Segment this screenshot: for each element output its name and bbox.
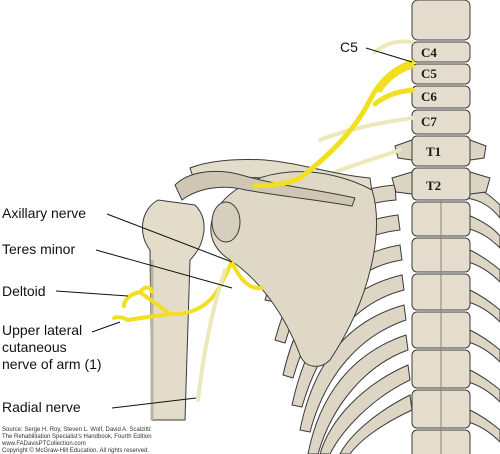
upper-lateral-label-line3: nerve of arm (1) (2, 356, 102, 372)
source-line-4: Copyright © McGraw-Hill Education. All r… (2, 447, 149, 454)
radial-nerve-path (196, 268, 227, 402)
humerus (141, 199, 205, 421)
teres-minor-label: Teres minor (2, 241, 75, 257)
c5-root-label: C5 (340, 39, 358, 55)
deltoid-label: Deltoid (2, 283, 46, 299)
vertebra-label-t1: T1 (426, 144, 441, 159)
axillary-nerve-path (112, 260, 264, 322)
radial-nerve-label: Radial nerve (2, 399, 81, 415)
vertebra-label-c4: C4 (421, 45, 437, 60)
vertebra-label-c6: C6 (421, 89, 437, 104)
vertebra-label-c5: C5 (421, 66, 437, 81)
source-credit: Source: Serge H. Roy, Steven L. Wolf, Da… (1, 427, 152, 454)
vertebra-label-c7: C7 (421, 114, 437, 129)
source-line-2: The Rehabilitation Specialist's Handbook… (2, 434, 152, 440)
source-line-1: Source: Serge H. Roy, Steven L. Wolf, Da… (2, 427, 152, 433)
upper-lateral-label-line2: cutaneous (2, 339, 67, 355)
vertebra-label-t2: T2 (426, 178, 441, 193)
brachial-plexus (252, 59, 415, 189)
axillary-nerve-label: Axillary nerve (2, 205, 86, 221)
source-line-3: www.FADavisPTCollection.com (1, 441, 86, 447)
vertebral-column (391, 0, 491, 454)
scapula (174, 170, 378, 367)
upper-lateral-label-line1: Upper lateral (2, 322, 82, 338)
leader-lines (55, 47, 413, 409)
